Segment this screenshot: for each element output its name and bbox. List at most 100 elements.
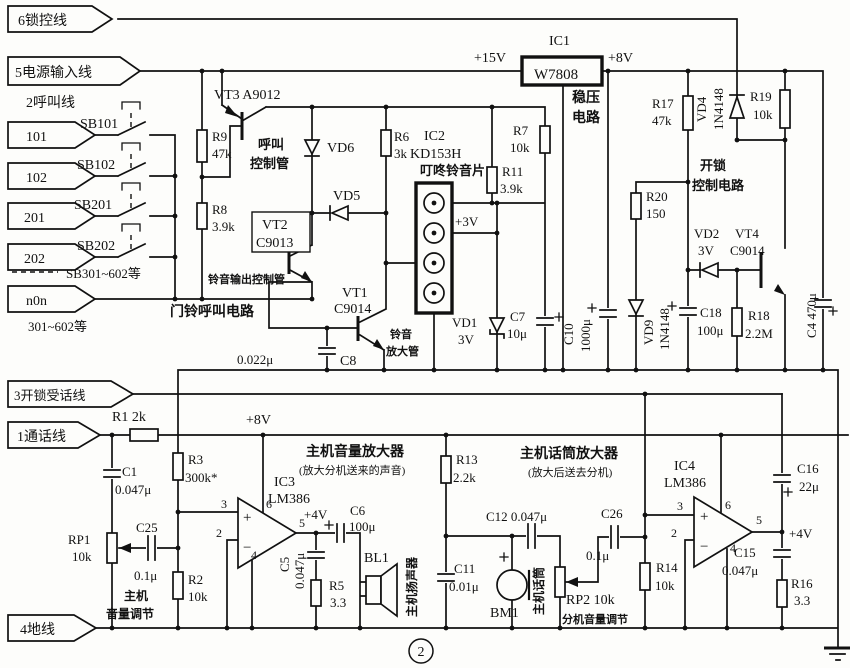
label-c5v: 0.047μ	[292, 553, 307, 589]
diode-VD6	[303, 139, 321, 156]
label-r2: R2	[188, 572, 203, 587]
label-bm1: BM1	[490, 606, 519, 621]
label-vd5: VD5	[333, 189, 360, 204]
label-c12: C12 0.047μ	[486, 509, 547, 524]
label-r19: R19	[750, 89, 772, 104]
flag-unlock-talk-line	[7, 380, 135, 408]
ic4-opamp-triangle	[693, 495, 754, 569]
label-ic3-plus: +	[243, 510, 251, 526]
label-r20v: 150	[646, 206, 666, 221]
components	[103, 55, 838, 664]
label-flag-unlock-talk: 3开锁受话线	[14, 388, 86, 403]
label-sb201: SB201	[74, 198, 112, 213]
label-ic4-pin3: 3	[677, 499, 683, 513]
label-sb101: SB101	[80, 117, 118, 132]
label-mic-amp-title: 主机话筒放大器	[520, 445, 619, 462]
label-r11: R11	[502, 164, 523, 179]
label-c8v: 0.022μ	[237, 352, 273, 367]
label-ic2: IC2	[424, 129, 445, 144]
label-r5: R5	[329, 578, 344, 593]
label-mic-amp-sub: (放大后送去分机)	[528, 465, 613, 479]
speaker-BL1	[365, 562, 398, 618]
label-p15v: +15V	[474, 51, 506, 66]
label-vd4: VD4	[694, 96, 709, 122]
label-vt2t: C9013	[256, 236, 293, 251]
label-p8v-top: +8V	[608, 51, 633, 66]
label-ic3-pin6: 6	[266, 497, 272, 511]
label-r17: R17	[652, 96, 674, 111]
label-ic3-pin2: 2	[216, 526, 222, 540]
label-c26: C26	[601, 506, 623, 521]
transistors	[225, 105, 785, 350]
label-c5: C5	[277, 557, 292, 572]
label-figure-number: 2	[418, 645, 425, 660]
label-ext-vol: 分机音量调节	[562, 612, 628, 626]
label-unlock-2: 控制电路	[692, 178, 745, 193]
diode-VD2	[699, 261, 719, 279]
label-r20: R20	[646, 189, 668, 204]
label-vd2v: 3V	[698, 243, 715, 258]
resistor-R5	[310, 579, 322, 607]
label-sb-range: SB301~602等	[66, 266, 141, 281]
label-c6v: 100μ	[349, 519, 376, 534]
label-vd6: VD6	[327, 141, 354, 156]
label-r9: R9	[212, 129, 227, 144]
label-c18v: 100μ	[697, 323, 724, 338]
label-r8: R8	[212, 202, 227, 217]
flag-power-line	[7, 56, 142, 86]
diode-VD5	[329, 204, 349, 222]
label-amp1-title: 主机音量放大器	[306, 443, 405, 460]
label-vd1v: 3V	[458, 332, 475, 347]
label-ic4-pin2: 2	[671, 526, 677, 540]
label-vt2: VT2	[262, 218, 288, 233]
label-vd4v: 1N4148	[711, 88, 726, 130]
label-r7: R7	[513, 123, 529, 138]
label-c11: C11	[454, 561, 475, 576]
label-c26v: 0.1μ	[586, 548, 609, 563]
label-c7v: 10μ	[507, 326, 527, 341]
label-c7: C7	[510, 309, 526, 324]
label-r3: R3	[188, 452, 203, 467]
label-ic3-pin3: 3	[221, 497, 227, 511]
resistor-R17	[682, 95, 694, 131]
label-r1: R1 2k	[112, 410, 146, 425]
vt2-label-box	[251, 211, 311, 253]
label-c6: C6	[350, 503, 366, 518]
label-ring-amp-2: 放大管	[385, 344, 419, 358]
label-ic4-minus: −	[700, 539, 708, 555]
label-ic4-pin5: 5	[756, 513, 762, 527]
label-ic4-pin4: 4	[730, 541, 736, 555]
label-vt3: VT3 A9012	[214, 88, 281, 103]
resistor-R8	[196, 202, 208, 230]
vt3-emitter-arrow	[225, 105, 238, 117]
rp2-wiper-arrow	[566, 577, 578, 587]
resistor-R6	[380, 129, 392, 157]
label-flag-202: 202	[24, 252, 45, 267]
label-c16: C16	[797, 461, 819, 476]
diode-VD4	[728, 94, 746, 119]
label-p4v-b: +4V	[789, 526, 813, 541]
label-vt1: VT1	[342, 286, 368, 301]
label-amp1-sub: (放大分机送来的声音)	[299, 463, 406, 477]
label-r13: R13	[456, 452, 478, 467]
resistor-R3	[172, 452, 184, 481]
vt1-emitter-arrow	[373, 339, 384, 350]
label-r5v: 3.3	[330, 595, 346, 610]
rp1-wiper-arrow	[119, 543, 131, 553]
label-flag-201: 201	[24, 211, 45, 226]
label-c25: C25	[136, 520, 158, 535]
flag-102	[7, 162, 97, 190]
label-c10: C10	[561, 323, 576, 345]
label-vt4: VT4	[735, 226, 759, 241]
ic1-regulator-box	[520, 55, 604, 87]
label-ic3-pin5: 5	[299, 516, 305, 530]
label-rp2: RP2 10k	[566, 593, 615, 608]
label-flag-n0n: n0n	[26, 294, 47, 309]
label-call-ctrl-2: 控制管	[250, 156, 289, 171]
label-flag-ground: 4地线	[20, 622, 55, 638]
junction-dots	[109, 68, 826, 631]
label-flag-lock: 6锁控线	[18, 13, 67, 29]
diode-VD9	[627, 299, 645, 316]
ic2-connector-pins	[423, 192, 445, 304]
